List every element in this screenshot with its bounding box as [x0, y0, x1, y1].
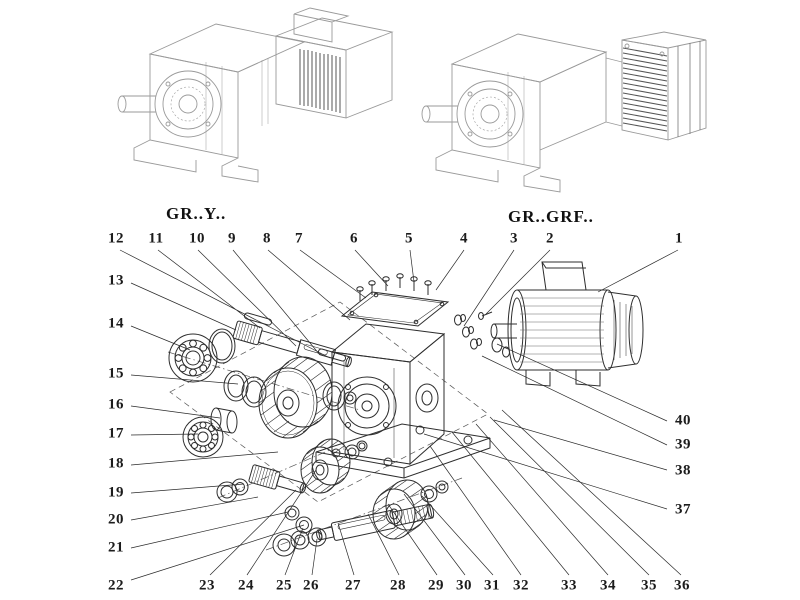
gear-large — [258, 356, 333, 439]
pinion-shaft — [248, 464, 307, 494]
callout-35: 35 — [641, 577, 657, 594]
callout-29: 29 — [428, 577, 444, 594]
callout-34: 34 — [600, 577, 616, 594]
callout-31: 31 — [484, 577, 500, 594]
gear-output — [372, 479, 449, 540]
callout-15: 15 — [108, 365, 124, 382]
callout-1: 1 — [675, 230, 683, 247]
pinion-rings — [216, 478, 249, 503]
callout-3: 3 — [510, 230, 518, 247]
seal-rings — [223, 370, 267, 408]
axis-lines — [167, 301, 489, 551]
callout-19: 19 — [108, 484, 124, 501]
leader-lines-bottom — [209, 409, 682, 576]
callout-16: 16 — [108, 396, 124, 413]
callout-8: 8 — [263, 230, 271, 247]
callout-22: 22 — [108, 577, 124, 594]
callout-4: 4 — [460, 230, 468, 247]
drawing-gr-grf — [421, 31, 707, 193]
callout-25: 25 — [276, 577, 292, 594]
callout-28: 28 — [390, 577, 406, 594]
callout-7: 7 — [295, 230, 303, 247]
cover-bolts — [356, 273, 432, 301]
callout-21: 21 — [108, 539, 124, 556]
callout-5: 5 — [405, 230, 413, 247]
leader-lines-left — [130, 282, 305, 581]
callout-9: 9 — [228, 230, 236, 247]
callout-23: 23 — [199, 577, 215, 594]
callout-38: 38 — [675, 462, 691, 479]
output-shaft-rings — [272, 530, 310, 557]
callout-36: 36 — [674, 577, 690, 594]
callout-11: 11 — [148, 230, 164, 247]
callout-18: 18 — [108, 455, 124, 472]
figure-title-right: GR..GRF.. — [508, 207, 594, 226]
callout-6: 6 — [350, 230, 358, 247]
callout-33: 33 — [561, 577, 577, 594]
callout-2: 2 — [546, 230, 554, 247]
output-shaft — [316, 503, 435, 541]
drawing-gr-y — [117, 7, 394, 183]
gear-intermediate — [300, 438, 368, 494]
callout-12: 12 — [108, 230, 124, 247]
input-shaft — [232, 320, 352, 368]
gearbox-housing — [315, 323, 491, 479]
figure-title-left: GR..Y.. — [166, 204, 227, 223]
callout-26: 26 — [303, 577, 319, 594]
leader-lines-top — [119, 249, 679, 359]
shaft-keys — [243, 312, 347, 362]
callout-14: 14 — [108, 315, 124, 332]
inspection-cover — [340, 291, 450, 327]
bearing-lower — [182, 416, 224, 458]
callout-24: 24 — [238, 577, 254, 594]
callout-39: 39 — [675, 436, 691, 453]
callout-32: 32 — [513, 577, 529, 594]
callout-17: 17 — [108, 425, 124, 442]
callout-10: 10 — [189, 230, 205, 247]
motor — [490, 261, 644, 387]
motor-bolts — [454, 311, 510, 358]
callout-20: 20 — [108, 511, 124, 528]
bearing-input — [168, 328, 236, 383]
callout-30: 30 — [456, 577, 472, 594]
callout-37: 37 — [675, 501, 691, 518]
gear-washer — [322, 381, 357, 411]
callout-40: 40 — [675, 412, 691, 429]
leader-lines — [119, 249, 682, 581]
leader-lines-right — [423, 343, 668, 510]
callout-27: 27 — [345, 577, 361, 594]
callout-13: 13 — [108, 272, 124, 289]
